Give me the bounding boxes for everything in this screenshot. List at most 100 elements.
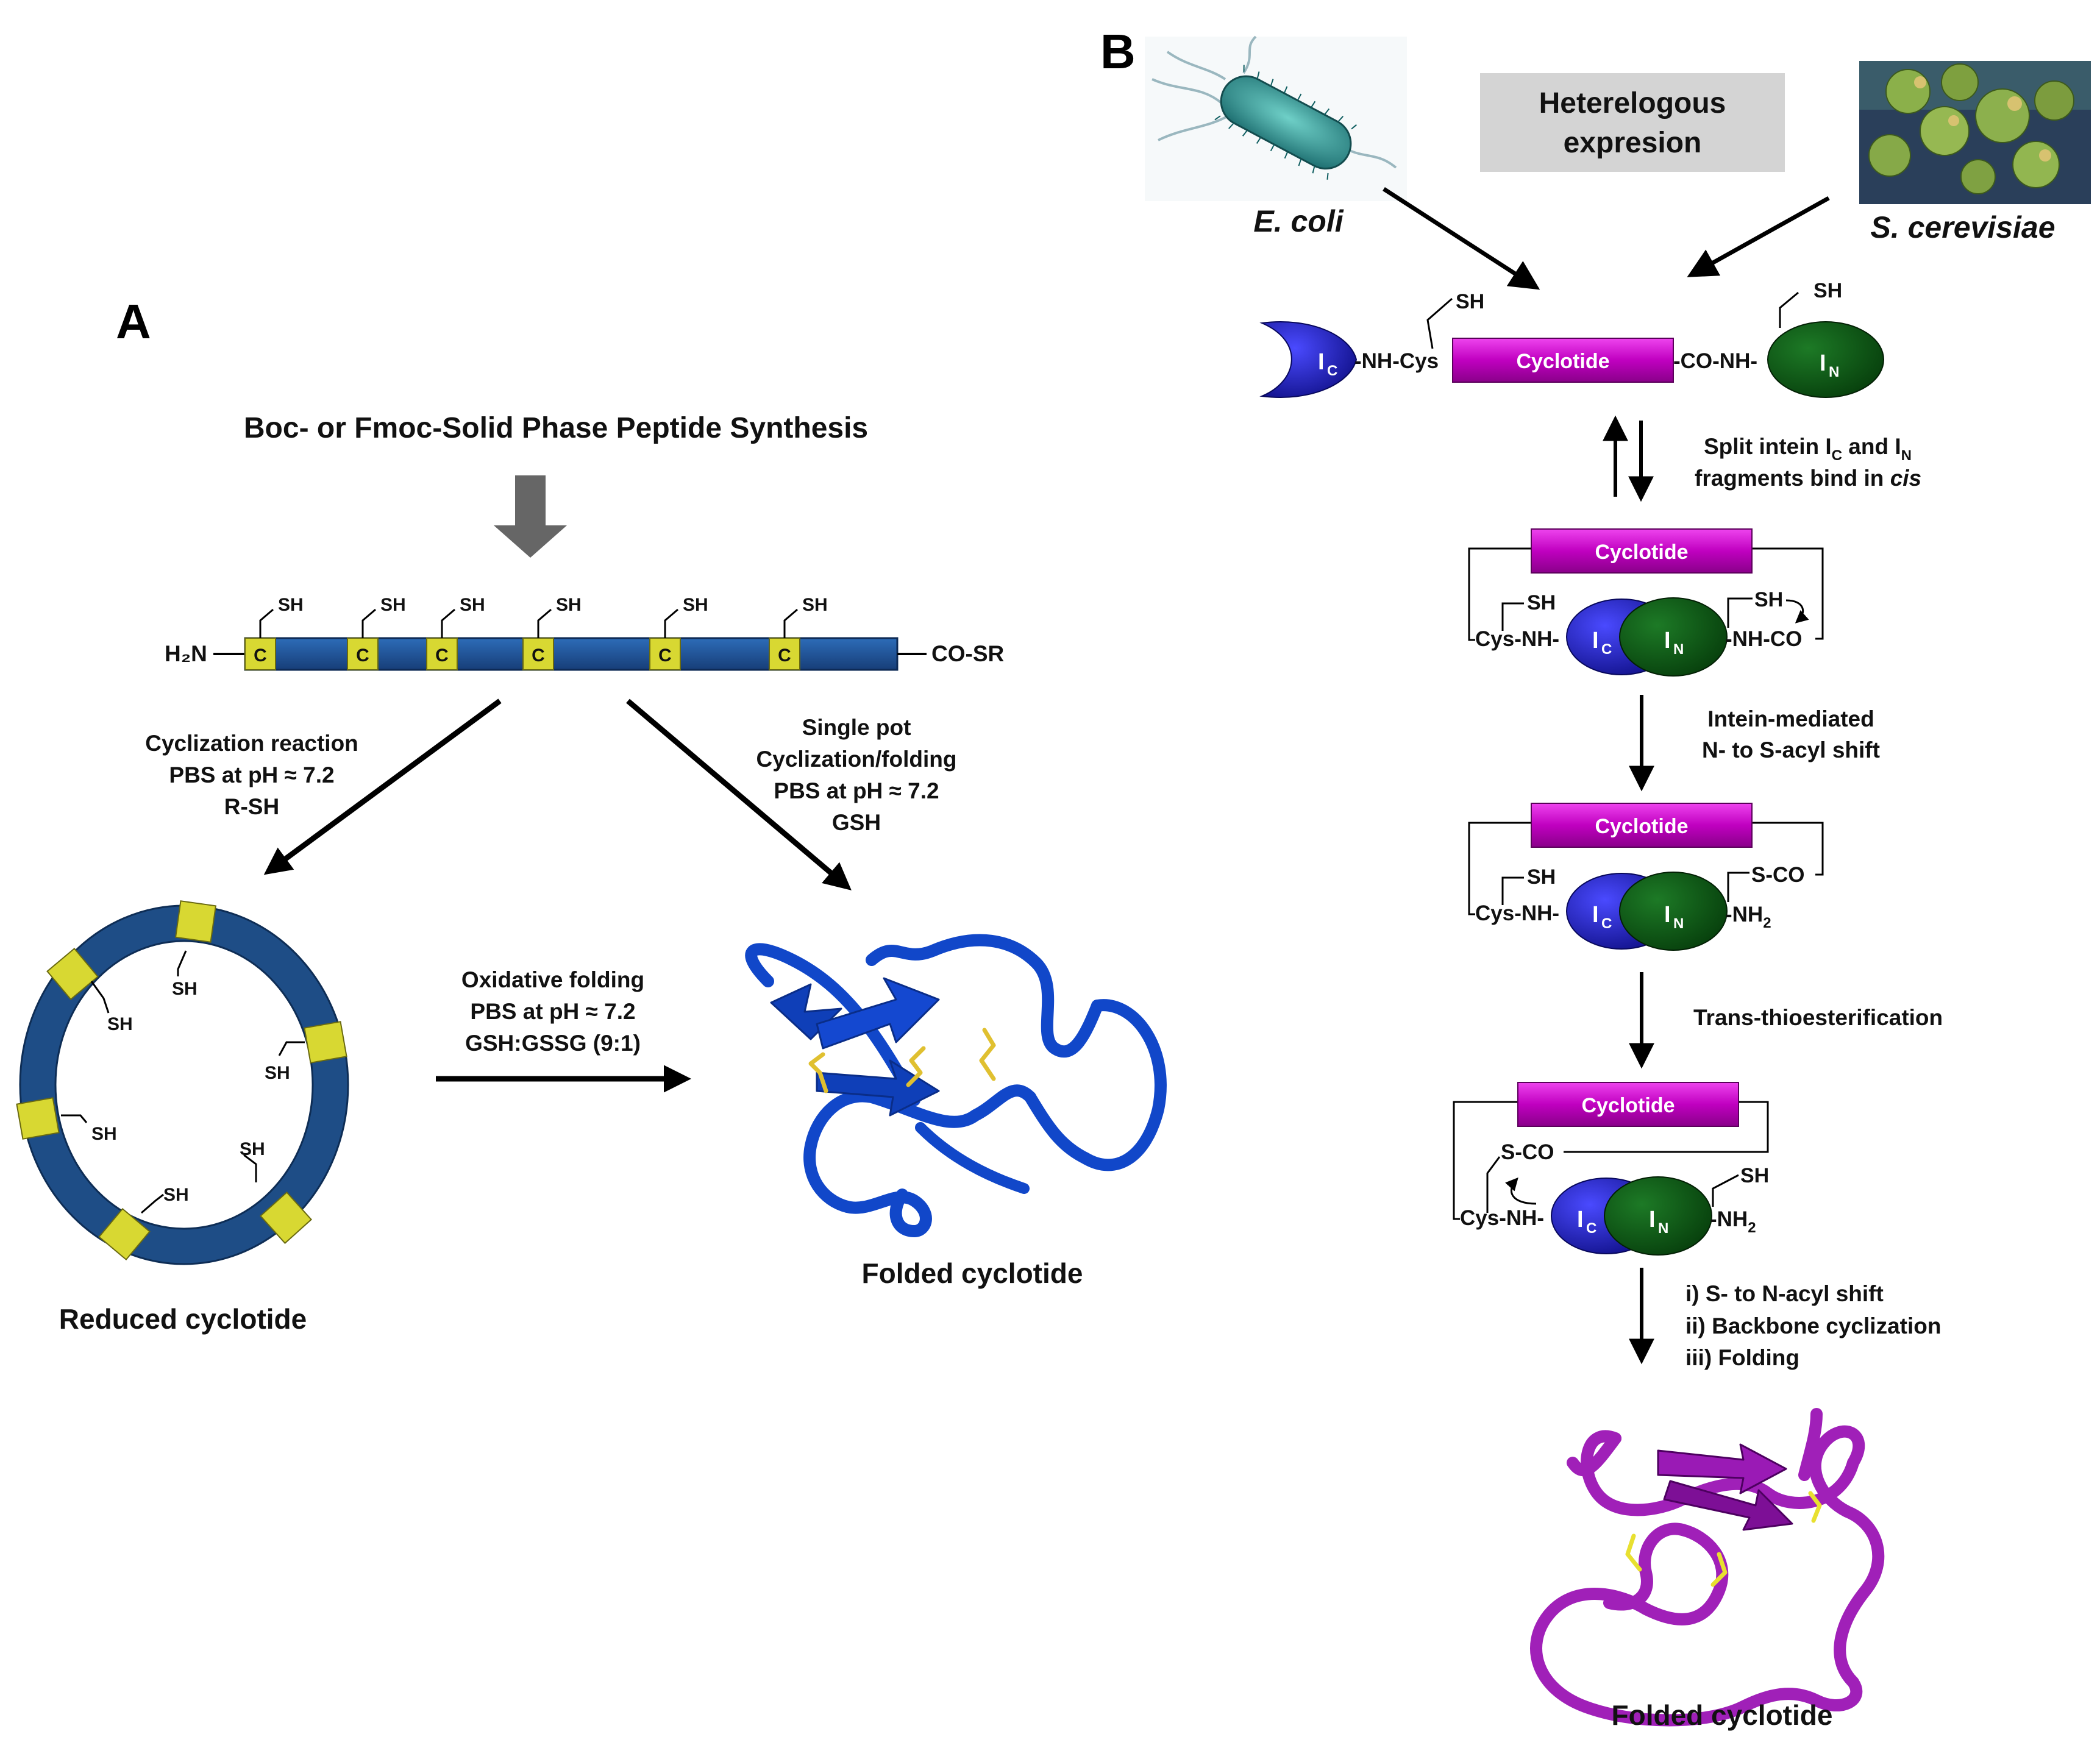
svg-text:GSH: GSH [832, 810, 881, 835]
svg-text:C: C [356, 645, 369, 666]
svg-text:I: I [1592, 628, 1599, 653]
svg-text:PBS at pH ≈ 7.2: PBS at pH ≈ 7.2 [470, 999, 635, 1024]
svg-text:SH: SH [278, 595, 304, 615]
svg-text:C: C [1601, 641, 1612, 658]
svg-text:C: C [1601, 915, 1612, 932]
ecoli-bacterium-image [1145, 35, 1407, 201]
svg-text:PBS at pH ≈ 7.2: PBS at pH ≈ 7.2 [774, 778, 939, 803]
svg-text:C: C [778, 645, 791, 666]
svg-text:Oxidative folding: Oxidative folding [461, 967, 644, 992]
svg-text:SH: SH [460, 595, 485, 615]
svg-text:I: I [1318, 349, 1325, 375]
linear-peptide: H₂N CO-SR CSH CSH CSH CSH CSH CSH [165, 595, 1004, 671]
svg-text:Cyclization/folding: Cyclization/folding [756, 747, 957, 772]
svg-text:I: I [1592, 902, 1599, 928]
svg-text:fragments bind in cis: fragments bind in cis [1695, 466, 1921, 491]
arrow-to-reduced [263, 698, 502, 875]
svg-text:I: I [1664, 628, 1671, 653]
reduced-cyclotide-ring: SH SH SH SH SH SH [16, 900, 349, 1265]
svg-text:SH: SH [1740, 1164, 1769, 1187]
svg-text:Cyclotide: Cyclotide [1581, 1094, 1675, 1117]
svg-text:N: N [1673, 641, 1684, 658]
svg-text:-CO-NH-: -CO-NH- [1673, 349, 1757, 373]
arrow-yeast-to-construct [1687, 196, 1830, 277]
intermediate-transthioester: Cyclotide S-CO Cys-NH- I C I N SH -NH2 [1453, 1082, 1769, 1256]
svg-text:SH: SH [1456, 290, 1484, 313]
svg-text:I: I [1577, 1207, 1584, 1232]
cyclotide-box [1452, 338, 1674, 383]
svg-text:C: C [532, 645, 545, 666]
svg-text:I: I [1649, 1207, 1656, 1232]
step2-line2: N- to S-acyl shift [1702, 737, 1880, 762]
svg-text:PBS at pH ≈ 7.2: PBS at pH ≈ 7.2 [169, 762, 334, 787]
reduced-caption: Reduced cyclotide [59, 1303, 307, 1335]
svg-text:SH: SH [1754, 588, 1783, 611]
svg-text:Cyclotide: Cyclotide [1595, 815, 1688, 838]
synthesis-arrow [494, 475, 567, 558]
panel-a-label: A [116, 294, 151, 349]
svg-text:C: C [1327, 363, 1337, 379]
svg-text:S-CO: S-CO [1751, 863, 1805, 887]
peptide-n-term: H₂N [165, 641, 207, 666]
arrow-to-folded [626, 698, 852, 890]
step4-caption: i) S- to N-acyl shift ii) Backbone cycli… [1685, 1281, 1941, 1370]
synthesis-title: Boc- or Fmoc-Solid Phase Peptide Synthes… [244, 412, 868, 444]
svg-text:SH: SH [556, 595, 582, 615]
cys-residue: C SH [522, 595, 582, 670]
cys-residue: C SH [347, 595, 406, 670]
svg-text:C: C [435, 645, 449, 666]
panel-a: A Boc- or Fmoc-Solid Phase Peptide Synth… [16, 294, 1167, 1335]
svg-text:SH: SH [163, 1185, 189, 1205]
cys-residue: C SH [769, 595, 828, 670]
svg-text:SH: SH [683, 595, 708, 615]
folded-cyclotide-purple [1530, 1408, 1885, 1727]
svg-text:SH: SH [380, 595, 406, 615]
cys-residue: C SH [649, 595, 708, 670]
svg-text:N: N [1673, 915, 1684, 932]
svg-text:-NH-Cys: -NH-Cys [1354, 349, 1439, 373]
yeast-image [1859, 61, 2091, 204]
svg-text:I: I [1664, 902, 1671, 928]
svg-text:I: I [1820, 350, 1826, 376]
svg-text:SH: SH [265, 1063, 290, 1083]
svg-text:Cys-NH-: Cys-NH- [1475, 901, 1559, 925]
svg-text:Cyclotide: Cyclotide [1595, 541, 1688, 564]
svg-text:C: C [658, 645, 672, 666]
svg-text:SH: SH [172, 979, 198, 999]
svg-text:Cys-NH-: Cys-NH- [1460, 1206, 1544, 1230]
svg-text:Split intein IC and IN: Split intein IC and IN [1704, 434, 1912, 464]
intein-c-crescent [1259, 321, 1358, 398]
step2-line1: Intein-mediated [1707, 706, 1874, 731]
peptide-c-term: CO-SR [931, 641, 1004, 666]
svg-text:-NH2: -NH2 [1725, 903, 1771, 931]
svg-text:SH: SH [240, 1139, 265, 1159]
svg-text:ii) Backbone cyclization: ii) Backbone cyclization [1685, 1313, 1941, 1338]
heterologous-line1: Heterelogous [1539, 87, 1726, 119]
svg-text:iii) Folding: iii) Folding [1685, 1345, 1799, 1370]
svg-text:Cyclization reaction: Cyclization reaction [145, 731, 358, 756]
svg-text:GSH:GSSG (9:1): GSH:GSSG (9:1) [465, 1031, 641, 1056]
intermediate-bound-cis: Cyclotide SH Cys-NH- I C I N SH -NH-CO [1468, 528, 1824, 677]
svg-text:i) S- to N-acyl shift: i) S- to N-acyl shift [1685, 1281, 1884, 1306]
cys-residue: C SH [426, 595, 485, 670]
panel-b-label: B [1100, 24, 1136, 79]
svg-text:R-SH: R-SH [224, 794, 279, 819]
folded-caption-a: Folded cyclotide [862, 1257, 1083, 1289]
heterologous-line2: expresion [1564, 127, 1702, 159]
svg-text:SH: SH [107, 1014, 133, 1034]
svg-text:Cyclotide: Cyclotide [1516, 350, 1609, 373]
step1-caption: Split intein IC and IN fragments bind in… [1695, 434, 1921, 491]
route-left-conditions: Cyclization reaction PBS at pH ≈ 7.2 R-S… [145, 731, 358, 819]
svg-text:SH: SH [91, 1124, 117, 1144]
svg-text:SH: SH [802, 595, 828, 615]
svg-text:-NH2: -NH2 [1710, 1207, 1756, 1236]
svg-text:S-CO: S-CO [1501, 1140, 1554, 1164]
yeast-label: S. cerevisiae [1870, 210, 2055, 244]
svg-text:N: N [1829, 364, 1839, 380]
svg-text:-NH-CO: -NH-CO [1725, 627, 1802, 651]
precursor-construct: I C -NH-Cys SH Cyclotide -CO-NH- I N SH [1259, 279, 1884, 398]
step3-label: Trans-thioesterification [1693, 1005, 1943, 1030]
intein-n-oval [1767, 321, 1884, 398]
cys-residue: CSH [244, 595, 304, 670]
